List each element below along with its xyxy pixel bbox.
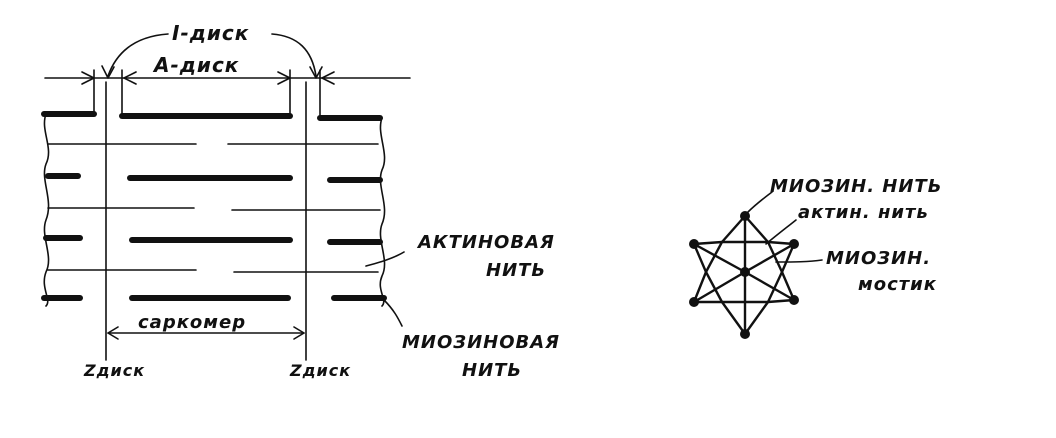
a-disk-label: А-диск [152, 53, 239, 77]
myosin-leader [383, 299, 403, 327]
cross-section-drawing: МИОЗИН. НИТЬ актин. нить МИОЗИН. мостик [689, 176, 942, 339]
actin-filament-leader [765, 219, 797, 245]
sarcomere-arrow-left [107, 326, 119, 340]
wavy-edge-right [379, 117, 386, 307]
myosin-dot-upper-left [689, 239, 699, 249]
wavy-edge-left [43, 113, 50, 307]
bridge-to-upper-right [743, 242, 796, 274]
i-disk-leader-left [107, 33, 169, 77]
sarcomere-label: саркомер [138, 312, 246, 333]
actin-leader [365, 251, 405, 267]
myosin-dot-lower-right [789, 295, 799, 305]
dim-arrow-2 [123, 71, 137, 85]
bridge-to-lower-right [743, 270, 796, 302]
myosin-bridge-leader [775, 259, 823, 263]
myosin-dot-center [740, 267, 750, 277]
myosin-dot-bottom [740, 329, 750, 339]
sarcomere-arrow-right [293, 326, 305, 340]
z-disk-right-label: Zдиск [289, 361, 351, 380]
bridge-to-lower-left [692, 270, 747, 304]
myosin-dot-upper-right [789, 239, 799, 249]
actin-label-line2: НИТЬ [486, 260, 546, 281]
myosin-filament-leader [747, 191, 773, 213]
bridge-to-upper-left [692, 242, 747, 274]
myosin-filament-label: МИОЗИН. НИТЬ [770, 176, 942, 197]
dim-arrow-4 [321, 71, 335, 85]
myosin-dot-top [740, 211, 750, 221]
i-disk-label: I-диск [172, 21, 249, 45]
actin-filament-label: актин. нить [798, 202, 929, 223]
myosin-label-line2: НИТЬ [462, 360, 522, 381]
i-disk-leader-left-arrow [101, 65, 115, 79]
sarcomere-drawing: I-диск А-диск [41, 21, 560, 381]
i-disk-leader-right [271, 33, 317, 77]
myosin-dot-lower-left [689, 297, 699, 307]
myosin-bridge-label-line2: мостик [858, 274, 937, 295]
myosin-label-line1: МИОЗИНОВАЯ [402, 332, 560, 353]
z-disk-left-label: Zдиск [83, 361, 145, 380]
actin-label-line1: АКТИНОВАЯ [416, 232, 555, 253]
myosin-bridge-label-line1: МИОЗИН. [826, 248, 931, 269]
